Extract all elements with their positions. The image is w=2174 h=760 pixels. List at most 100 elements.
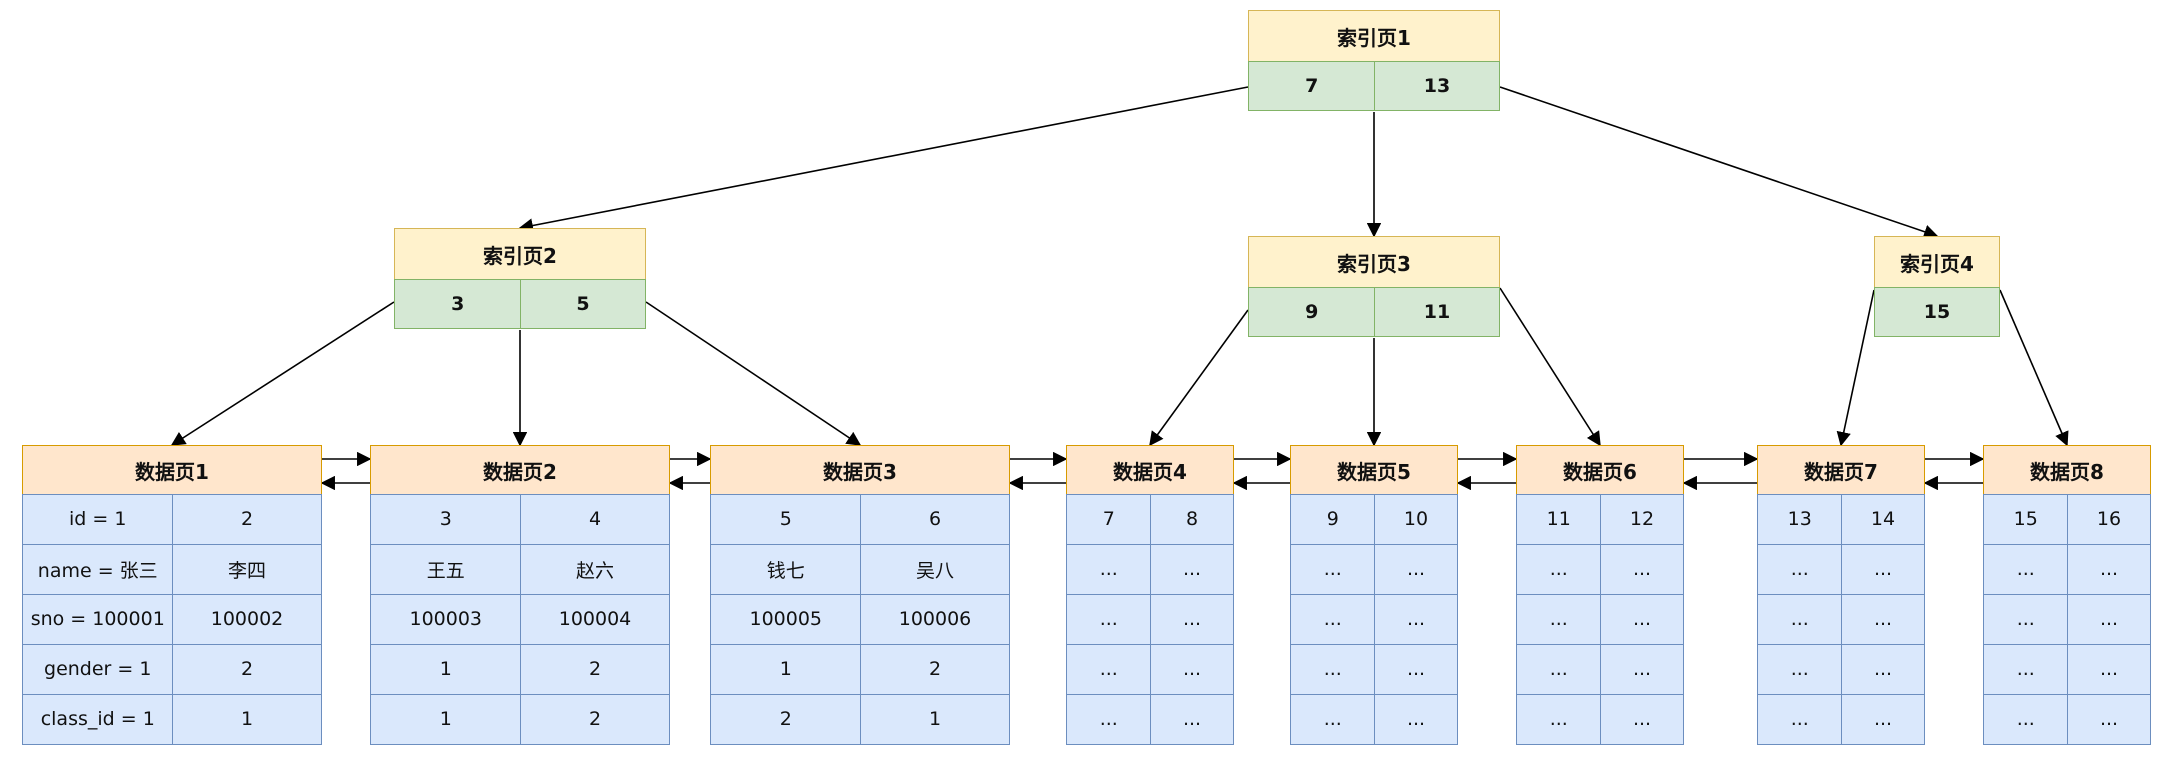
data-page-7-cell: ...: [1757, 593, 1843, 645]
data-page-6-cell: ...: [1516, 643, 1602, 695]
index-page-1-title: 索引页1: [1248, 10, 1500, 62]
data-page-6-cell: 11: [1516, 493, 1602, 545]
data-page-4-cell: ...: [1150, 593, 1234, 645]
data-page-6-cell: ...: [1600, 693, 1684, 745]
data-page-3-cell: 1: [710, 643, 862, 695]
edge-index1-index4: [1499, 86, 1939, 239]
edge-index3-data6: [1499, 287, 1601, 447]
data-page-2-title: 数据页2: [370, 445, 670, 495]
data-page-2-cell: 赵六: [520, 543, 670, 595]
data-page-3-cell: 钱七: [710, 543, 862, 595]
data-page-7-cell: ...: [1841, 643, 1925, 695]
data-page-1-cell: gender = 1: [22, 643, 174, 695]
data-page-4-cell: ...: [1066, 643, 1152, 695]
data-page-6-title: 数据页6: [1516, 445, 1684, 495]
index-page-1-key: 7: [1248, 60, 1376, 111]
data-page-8-cell: ...: [2067, 593, 2151, 645]
data-page-4-cell: ...: [1066, 593, 1152, 645]
edge-index2-data1: [170, 301, 395, 446]
data-page-1-title: 数据页1: [22, 445, 322, 495]
data-page-6-cell: ...: [1516, 543, 1602, 595]
edge-index4-data8: [1999, 289, 2069, 447]
data-page-1-cell: id = 1: [22, 493, 174, 545]
index-page-3-key: 9: [1248, 286, 1376, 337]
index-page-4-title: 索引页4: [1874, 236, 2000, 288]
data-page-7-cell: ...: [1757, 693, 1843, 745]
data-page-7-cell: ...: [1841, 593, 1925, 645]
index-page-2-key: 3: [394, 278, 522, 329]
edge-index3-data4: [1149, 309, 1249, 447]
data-page-6-cell: ...: [1516, 693, 1602, 745]
data-page-6-cell: ...: [1600, 643, 1684, 695]
data-page-1-cell: 100002: [172, 593, 322, 645]
data-page-7-cell: ...: [1841, 543, 1925, 595]
data-page-7-cell: 13: [1757, 493, 1843, 545]
data-page-2-cell: 4: [520, 493, 670, 545]
data-page-8-cell: ...: [1983, 643, 2069, 695]
data-page-1-cell: sno = 100001: [22, 593, 174, 645]
index-page-4-key: 15: [1874, 286, 2000, 337]
edge-index1-index2: [518, 86, 1249, 233]
data-page-4-cell: ...: [1066, 543, 1152, 595]
data-page-3-cell: 100006: [860, 593, 1010, 645]
data-page-2-cell: 100004: [520, 593, 670, 645]
data-page-2-cell: 100003: [370, 593, 522, 645]
data-page-5-cell: ...: [1290, 693, 1376, 745]
data-page-8-cell: 16: [2067, 493, 2151, 545]
data-page-8-cell: ...: [1983, 693, 2069, 745]
data-page-5-cell: ...: [1290, 543, 1376, 595]
data-page-7-title: 数据页7: [1757, 445, 1925, 495]
data-page-2-cell: 3: [370, 493, 522, 545]
data-page-8-cell: ...: [2067, 693, 2151, 745]
data-page-4-cell: ...: [1150, 693, 1234, 745]
data-page-2-cell: 1: [370, 643, 522, 695]
data-page-6-cell: ...: [1516, 593, 1602, 645]
data-page-3-cell: 吴八: [860, 543, 1010, 595]
data-page-2-cell: 2: [520, 643, 670, 695]
data-page-8-cell: ...: [1983, 593, 2069, 645]
data-page-5-cell: ...: [1290, 593, 1376, 645]
data-page-7-cell: ...: [1841, 693, 1925, 745]
index-page-1-key: 13: [1374, 60, 1500, 111]
data-page-8-cell: 15: [1983, 493, 2069, 545]
data-page-8-cell: ...: [2067, 543, 2151, 595]
data-page-6-cell: ...: [1600, 593, 1684, 645]
index-page-2-title: 索引页2: [394, 228, 646, 280]
data-page-3-cell: 1: [860, 693, 1010, 745]
data-page-3-cell: 100005: [710, 593, 862, 645]
data-page-6-cell: 12: [1600, 493, 1684, 545]
data-page-5-cell: 10: [1374, 493, 1458, 545]
edge-index2-data3: [645, 301, 862, 446]
data-page-5-title: 数据页5: [1290, 445, 1458, 495]
data-page-7-cell: 14: [1841, 493, 1925, 545]
data-page-6-cell: ...: [1600, 543, 1684, 595]
data-page-2-cell: 1: [370, 693, 522, 745]
data-page-3-cell: 5: [710, 493, 862, 545]
data-page-2-cell: 2: [520, 693, 670, 745]
data-page-7-cell: ...: [1757, 543, 1843, 595]
index-page-2-key: 5: [520, 278, 646, 329]
data-page-7-cell: ...: [1757, 643, 1843, 695]
data-page-4-cell: 8: [1150, 493, 1234, 545]
data-page-4-cell: 7: [1066, 493, 1152, 545]
data-page-1-cell: 2: [172, 643, 322, 695]
data-page-3-cell: 2: [710, 693, 862, 745]
data-page-5-cell: ...: [1374, 643, 1458, 695]
index-page-3-key: 11: [1374, 286, 1500, 337]
index-page-3-title: 索引页3: [1248, 236, 1500, 288]
data-page-4-cell: ...: [1150, 543, 1234, 595]
data-page-5-cell: ...: [1374, 593, 1458, 645]
data-page-5-cell: ...: [1374, 693, 1458, 745]
data-page-3-cell: 6: [860, 493, 1010, 545]
data-page-1-cell: 2: [172, 493, 322, 545]
data-page-4-title: 数据页4: [1066, 445, 1234, 495]
data-page-8-title: 数据页8: [1983, 445, 2151, 495]
data-page-2-cell: 王五: [370, 543, 522, 595]
data-page-4-cell: ...: [1150, 643, 1234, 695]
data-page-1-cell: class_id = 1: [22, 693, 174, 745]
data-page-8-cell: ...: [1983, 543, 2069, 595]
edge-index4-data7: [1836, 289, 1875, 447]
data-page-1-cell: 1: [172, 693, 322, 745]
